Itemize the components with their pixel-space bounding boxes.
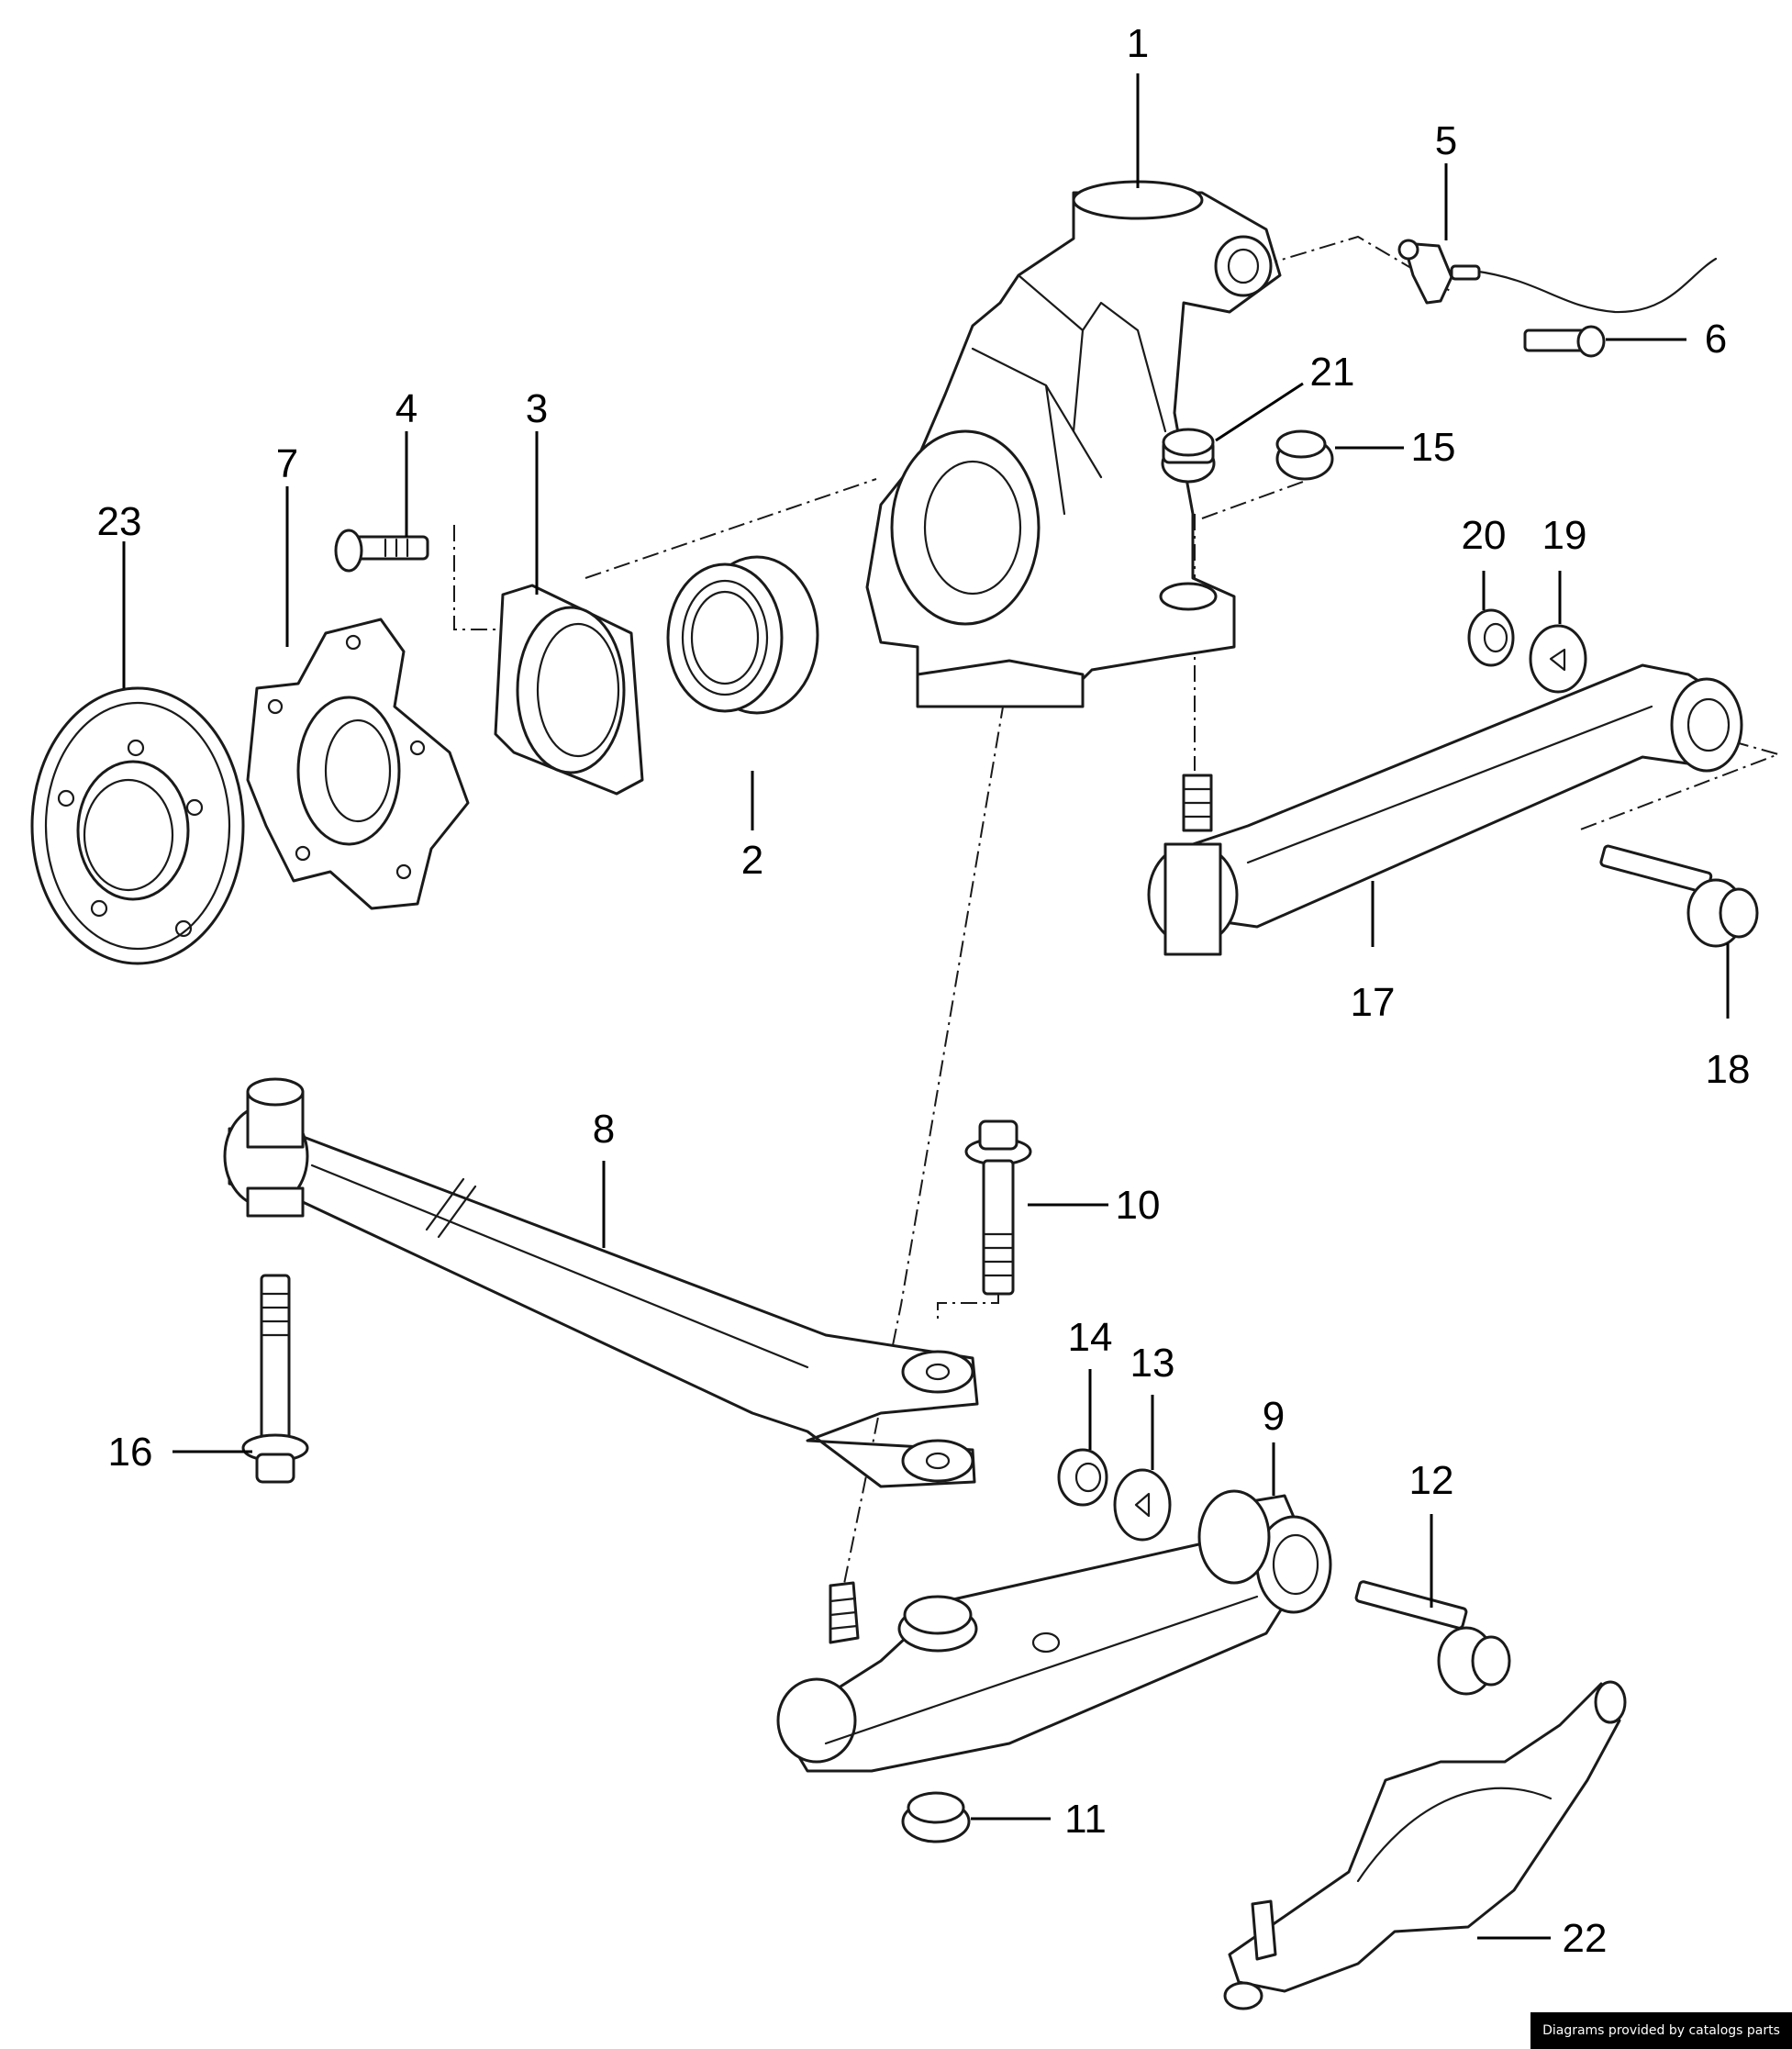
callout-13: 13: [1130, 1341, 1175, 1386]
callout-11: 11: [1064, 1797, 1107, 1842]
callout-14: 14: [1068, 1315, 1113, 1360]
bolt-18: [1599, 844, 1759, 948]
callout-20: 20: [1462, 513, 1507, 558]
bolt-12: [1354, 1580, 1511, 1696]
callout-3: 3: [526, 386, 548, 431]
bolt-4: [334, 529, 429, 573]
callout-10: 10: [1116, 1183, 1161, 1228]
callout-labels: 1 2 3 4 5 6 7 8 9 10 11 12 13 14 15 16 1…: [97, 21, 1751, 1961]
nut-11: [901, 1791, 971, 1843]
credit-banner: Diagrams provided by catalogs parts: [1530, 2012, 1792, 2049]
callout-1: 1: [1127, 21, 1149, 66]
callout-19: 19: [1542, 513, 1587, 558]
callout-15: 15: [1411, 425, 1456, 470]
callout-18: 18: [1706, 1047, 1751, 1092]
callout-4: 4: [395, 386, 417, 431]
abs-sensor: [1397, 239, 1718, 314]
control-arm-17: [1147, 663, 1743, 956]
screw-6: [1523, 325, 1606, 358]
bushing-20: [1467, 608, 1515, 667]
callout-7: 7: [276, 441, 298, 486]
washer-19: [1529, 624, 1587, 694]
bolt-16: [241, 1274, 309, 1484]
bolt-10: [964, 1119, 1032, 1296]
callout-12: 12: [1409, 1458, 1454, 1503]
dust-shield: [494, 584, 644, 796]
bushing-14: [1057, 1448, 1108, 1507]
wheel-bearing: [666, 555, 819, 715]
callout-8: 8: [593, 1107, 615, 1152]
leader-lines: [122, 73, 1730, 1940]
nut-21: [1161, 428, 1216, 484]
callout-17: 17: [1351, 980, 1396, 1025]
brake-disc: [30, 686, 245, 965]
callout-5: 5: [1435, 118, 1457, 163]
callout-2: 2: [741, 838, 763, 883]
callout-21: 21: [1310, 350, 1355, 395]
bracket: [1223, 1680, 1627, 2010]
trailing-arm: [223, 1077, 979, 1488]
wheel-carrier: [865, 180, 1282, 708]
callout-6: 6: [1705, 317, 1727, 362]
wheel-hub: [246, 618, 470, 910]
callout-16: 16: [108, 1430, 153, 1475]
control-arm-9: [776, 1489, 1332, 1773]
callout-9: 9: [1263, 1394, 1285, 1439]
nut-15: [1275, 429, 1334, 481]
callout-23: 23: [97, 499, 142, 544]
callout-22: 22: [1563, 1916, 1608, 1961]
washer-13: [1113, 1468, 1172, 1542]
credit-text: Diagrams provided by catalogs parts: [1542, 2023, 1780, 2038]
